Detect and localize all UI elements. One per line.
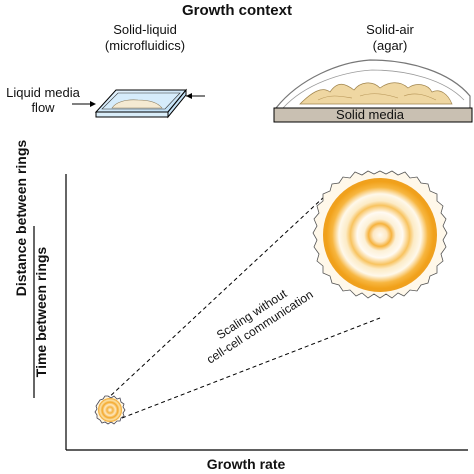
agar-colony — [299, 82, 453, 105]
petri-lid — [275, 59, 471, 109]
flow-label-line1: Liquid media — [6, 85, 80, 100]
solid-liquid-subtitle: (microfluidics) — [104, 38, 186, 53]
solid-air-subtitle: (agar) — [372, 38, 408, 53]
small-colony — [94, 395, 126, 425]
large-colony — [312, 170, 448, 299]
microfluidic-colony — [111, 99, 163, 109]
xlabel: Growth rate — [206, 456, 286, 472]
flow-label-line2: flow — [31, 100, 55, 115]
solid-air-title: Solid-air — [366, 22, 414, 37]
solid-media-label: Solid media — [336, 107, 404, 122]
scaling-line-upper — [105, 181, 341, 401]
solid-liquid-title: Solid-liquid — [113, 22, 177, 37]
ylabel-denominator: Time between rings — [33, 246, 49, 378]
microfluidic-device — [72, 88, 205, 119]
solid-media-slab — [273, 107, 473, 123]
figure-title: Growth context — [181, 2, 292, 19]
ylabel-numerator: Distance between rings — [13, 139, 29, 297]
agar-plate — [273, 59, 473, 123]
